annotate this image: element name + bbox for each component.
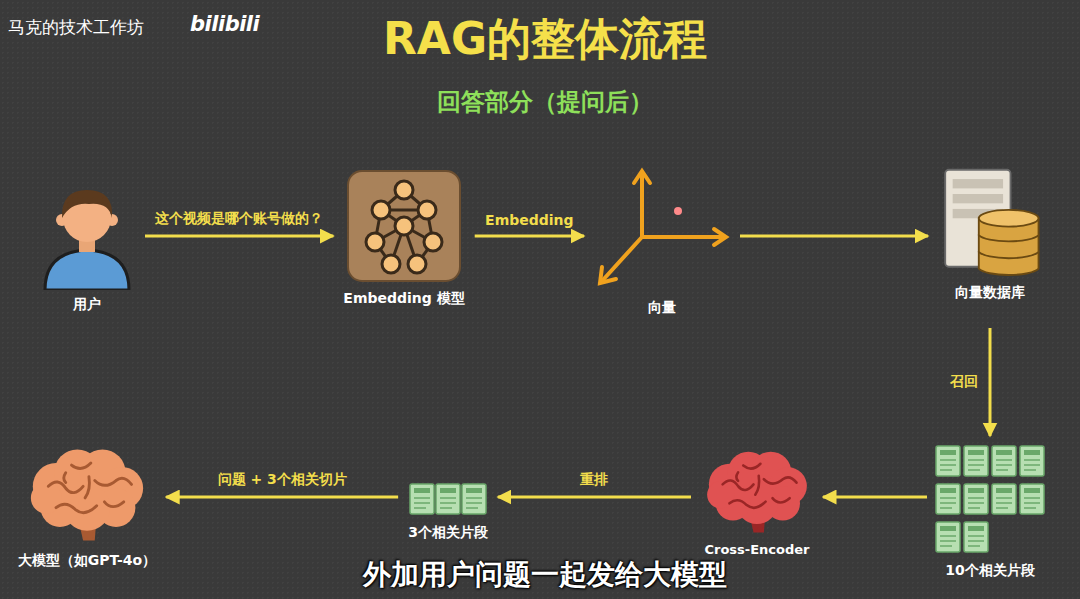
node-icon bbox=[27, 446, 147, 546]
flow-arrow bbox=[823, 496, 927, 499]
node-label: Cross-Encoder bbox=[704, 542, 809, 557]
node-icon bbox=[37, 178, 137, 290]
icon-node: Embedding 模型 bbox=[341, 168, 466, 308]
subtitle: 回答部分（提问后） bbox=[437, 86, 653, 118]
title: RAG的整体流程 bbox=[383, 10, 707, 69]
icon-node: 大模型（如GPT-4o） bbox=[16, 446, 158, 570]
node-label: Embedding 模型 bbox=[343, 290, 464, 308]
node-icon bbox=[936, 166, 1044, 278]
node-label: 10个相关片段 bbox=[945, 562, 1034, 580]
icon-node: 3个相关片段 bbox=[406, 480, 490, 542]
edge-label: 这个视频是哪个账号做的？ bbox=[155, 210, 323, 228]
edge-label: 问题 + 3个相关切片 bbox=[218, 471, 347, 489]
flow-arrow bbox=[498, 496, 691, 499]
flow-arrow bbox=[166, 496, 398, 499]
icon-node: 向量数据库 bbox=[936, 166, 1044, 302]
node-icon bbox=[935, 444, 1045, 556]
node-icon bbox=[592, 163, 732, 293]
edge-label: 召回 bbox=[950, 373, 978, 391]
flow-arrow bbox=[740, 235, 928, 238]
node-label: 3个相关片段 bbox=[408, 524, 488, 542]
flow-arrow bbox=[989, 328, 992, 436]
node-label: 用户 bbox=[73, 296, 101, 314]
node-icon bbox=[699, 450, 815, 536]
node-icon bbox=[345, 168, 463, 284]
icon-node: 10个相关片段 bbox=[935, 444, 1045, 580]
icon-node: Cross-Encoder bbox=[699, 450, 815, 557]
node-label: 向量 bbox=[648, 299, 676, 317]
node-icon bbox=[408, 480, 488, 518]
flow-arrow bbox=[145, 235, 333, 238]
edge-label: Embedding bbox=[485, 212, 574, 228]
caption: 外加用户问题一起发给大模型 bbox=[363, 556, 727, 594]
watermark: 马克的技术工作坊 bbox=[8, 16, 144, 39]
node-label: 大模型（如GPT-4o） bbox=[18, 552, 156, 570]
edge-label: 重排 bbox=[580, 471, 608, 489]
watermark-logo: bilibili bbox=[190, 12, 259, 36]
node-label: 向量数据库 bbox=[955, 284, 1025, 302]
flow-arrow bbox=[475, 235, 584, 238]
icon-node: 用户 bbox=[37, 178, 137, 314]
icon-node: 向量 bbox=[592, 163, 732, 317]
